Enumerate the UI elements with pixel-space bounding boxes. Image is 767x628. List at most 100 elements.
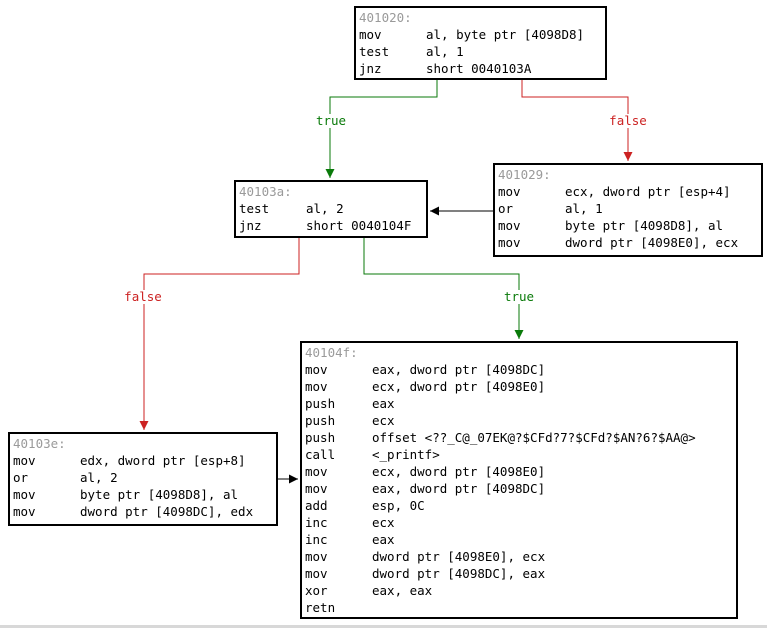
instruction-operands: ecx, dword ptr [esp+4] <box>565 184 731 199</box>
instruction-mnemonic: mov <box>498 235 521 250</box>
instruction-line[interactable]: or al, 2 <box>13 469 276 486</box>
instruction-line[interactable]: add esp, 0C <box>305 497 736 514</box>
instruction-line[interactable]: mov ecx, dword ptr [esp+4] <box>498 183 761 200</box>
instruction-line[interactable]: test al, 1 <box>359 43 605 60</box>
instruction-operands: ecx <box>372 515 395 530</box>
instruction-mnemonic: mov <box>305 362 328 377</box>
instruction-line[interactable]: mov byte ptr [4098D8], al <box>13 486 276 503</box>
arrowhead <box>139 421 149 430</box>
instruction-operands: al, 1 <box>565 201 603 216</box>
instruction-mnemonic: mov <box>498 184 521 199</box>
instruction-line[interactable]: inc ecx <box>305 514 736 531</box>
instruction-operands: eax, dword ptr [4098DC] <box>372 362 546 377</box>
instruction-line[interactable]: mov ecx, dword ptr [4098E0] <box>305 463 736 480</box>
instruction-mnemonic: push <box>305 396 336 411</box>
instruction-mnemonic: mov <box>305 379 328 394</box>
instruction-operands: al, 1 <box>426 44 464 59</box>
instruction-operands: byte ptr [4098D8], al <box>80 487 239 502</box>
instruction-mnemonic: test <box>359 44 390 59</box>
instruction-mnemonic: add <box>305 498 328 513</box>
instruction-line[interactable]: test al, 2 <box>239 200 426 217</box>
instruction-line[interactable]: mov ecx, dword ptr [4098E0] <box>305 378 736 395</box>
instruction-operands: al, byte ptr [4098D8] <box>426 27 585 42</box>
instruction-mnemonic: xor <box>305 583 328 598</box>
edge-label-false: false <box>123 289 163 304</box>
block-address: 40104f: <box>305 345 358 360</box>
instruction-line[interactable]: mov eax, dword ptr [4098DC] <box>305 361 736 378</box>
instruction-line[interactable]: mov dword ptr [4098DC], edx <box>13 503 276 520</box>
edge-false <box>143 238 300 430</box>
instruction-mnemonic: retn <box>305 600 336 615</box>
instruction-mnemonic: push <box>305 430 336 445</box>
instruction-line[interactable]: mov al, byte ptr [4098D8] <box>359 26 605 43</box>
instruction-line[interactable]: inc eax <box>305 531 736 548</box>
instruction-mnemonic: mov <box>359 27 382 42</box>
instruction-mnemonic: mov <box>13 504 36 519</box>
instruction-operands: ecx, dword ptr [4098E0] <box>372 379 546 394</box>
instruction-mnemonic: mov <box>13 487 36 502</box>
edge-label-true: true <box>502 289 536 304</box>
instruction-operands: dword ptr [4098E0], ecx <box>565 235 739 250</box>
instruction-operands: dword ptr [4098DC], edx <box>80 504 254 519</box>
instruction-mnemonic: or <box>13 470 29 485</box>
instruction-operands: byte ptr [4098D8], al <box>565 218 724 233</box>
arrowhead <box>325 169 335 178</box>
instruction-line[interactable]: call <_printf> <box>305 446 736 463</box>
bottom-scroll-edge <box>0 625 767 628</box>
block-address: 40103e: <box>13 436 66 451</box>
block-address: 401020: <box>359 10 412 25</box>
instruction-mnemonic: inc <box>305 532 328 547</box>
instruction-operands: eax <box>372 396 395 411</box>
instruction-mnemonic: or <box>498 201 514 216</box>
instruction-operands: ecx, dword ptr [4098E0] <box>372 464 546 479</box>
instruction-operands: ecx <box>372 413 395 428</box>
instruction-mnemonic: mov <box>305 464 328 479</box>
instruction-line[interactable]: retn <box>305 599 736 616</box>
instruction-mnemonic: mov <box>305 566 328 581</box>
instruction-line[interactable]: push offset <??_C@_07EK@?$CFd?7?$CFd?$AN?… <box>305 429 736 446</box>
instruction-mnemonic: mov <box>305 549 328 564</box>
instruction-mnemonic: mov <box>305 481 328 496</box>
instruction-operands: eax, dword ptr [4098DC] <box>372 481 546 496</box>
instruction-mnemonic: call <box>305 447 336 462</box>
instruction-operands: <_printf> <box>372 447 440 462</box>
edge-label-false: false <box>608 113 648 128</box>
arrowhead <box>514 330 524 339</box>
instruction-operands: al, 2 <box>306 201 344 216</box>
instruction-mnemonic: test <box>239 201 270 216</box>
instruction-line[interactable]: xor eax, eax <box>305 582 736 599</box>
instruction-operands: eax, eax <box>372 583 433 598</box>
edge-true <box>363 238 520 339</box>
instruction-operands: al, 2 <box>80 470 118 485</box>
instruction-line[interactable]: mov eax, dword ptr [4098DC] <box>305 480 736 497</box>
arrowhead <box>623 152 633 161</box>
edge-label-true: true <box>314 113 348 128</box>
instruction-operands: edx, dword ptr [esp+8] <box>80 453 246 468</box>
instruction-operands: offset <??_C@_07EK@?$CFd?7?$CFd?$AN?6?$A… <box>372 430 696 445</box>
arrowhead <box>430 206 439 216</box>
block-address: 40103a: <box>239 184 292 199</box>
basic-block-401020[interactable]: 401020: mov al, byte ptr [4098D8] test al, 1… <box>354 6 607 80</box>
instruction-line[interactable]: mov dword ptr [4098E0], ecx <box>498 234 761 251</box>
instruction-mnemonic: inc <box>305 515 328 530</box>
edge-false <box>521 80 629 161</box>
arrowhead <box>289 474 298 484</box>
basic-block-40104f[interactable]: 40104f: mov eax, dword ptr [4098DC] mov ecx,… <box>300 341 738 619</box>
instruction-line[interactable]: push eax <box>305 395 736 412</box>
instruction-operands: esp, 0C <box>372 498 425 513</box>
instruction-operands: eax <box>372 532 395 547</box>
instruction-line[interactable]: or al, 1 <box>498 200 761 217</box>
edge-true <box>329 80 438 178</box>
